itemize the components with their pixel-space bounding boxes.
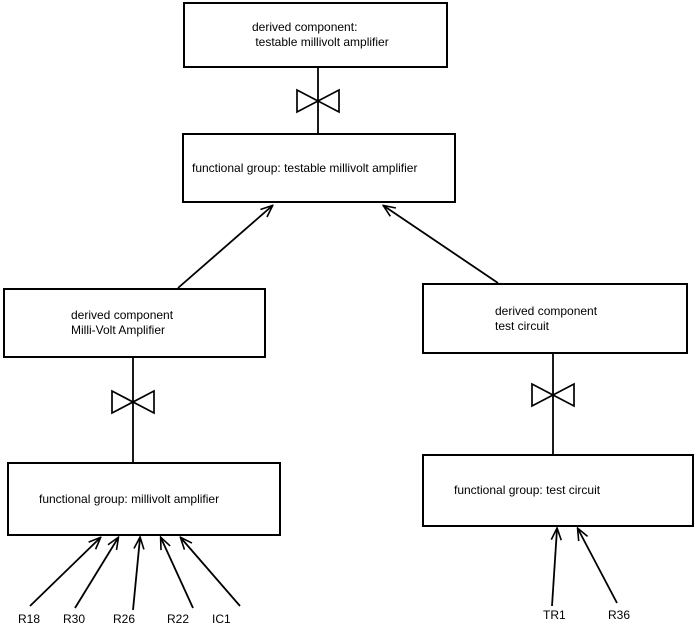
component-label-r26: R26	[113, 612, 136, 626]
node-functional-group-test-circuit: functional group: test circuit	[422, 454, 694, 527]
component-label-r30: R30	[63, 612, 86, 626]
node-derived-component-test-circuit: derived component test circuit	[422, 283, 688, 354]
arrow-r26-to-fg-mv	[132, 538, 140, 611]
component-label-r22: R22	[167, 612, 190, 626]
arrow-derived-mv-to-fg-testable	[177, 206, 272, 289]
arrow-ic1-to-fg-mv	[181, 538, 241, 607]
arrow-r18-to-fg-mv	[29, 538, 100, 607]
node-derived-component-testable-millivolt-amplifier: derived component: testable millivolt am…	[183, 2, 448, 68]
component-label-tr1: TR1	[543, 608, 566, 622]
component-label-ic1: IC1	[212, 612, 231, 626]
arrow-derived-test-to-fg-testable	[384, 206, 499, 284]
node-derived-component-milli-volt-amplifier: derived component Milli-Volt Amplifier	[3, 288, 266, 358]
node-functional-group-testable-millivolt-amplifier: functional group: testable millivolt amp…	[182, 133, 456, 203]
bowtie-decomposition-icon-top	[296, 88, 340, 114]
node-label: derived component: testable millivolt am…	[252, 20, 389, 49]
node-functional-group-millivolt-amplifier: functional group: millivolt amplifier	[7, 462, 281, 536]
bowtie-decomposition-icon-right	[531, 382, 575, 408]
component-label-r18: R18	[18, 612, 41, 626]
node-label: functional group: testable millivolt amp…	[192, 160, 418, 175]
node-label: derived component test circuit	[495, 303, 598, 333]
arrow-r30-to-fg-mv	[74, 538, 118, 609]
node-label: functional group: test circuit	[454, 483, 601, 497]
arrow-r22-to-fg-mv	[161, 538, 194, 609]
node-label: derived component Milli-Volt Amplifier	[71, 308, 174, 337]
arrow-r36-to-fg-test	[578, 529, 618, 604]
node-label: functional group: millivolt amplifier	[39, 491, 220, 506]
bowtie-decomposition-icon-left	[111, 389, 155, 415]
arrow-tr1-to-fg-test	[552, 529, 557, 607]
component-label-r36: R36	[608, 608, 631, 622]
